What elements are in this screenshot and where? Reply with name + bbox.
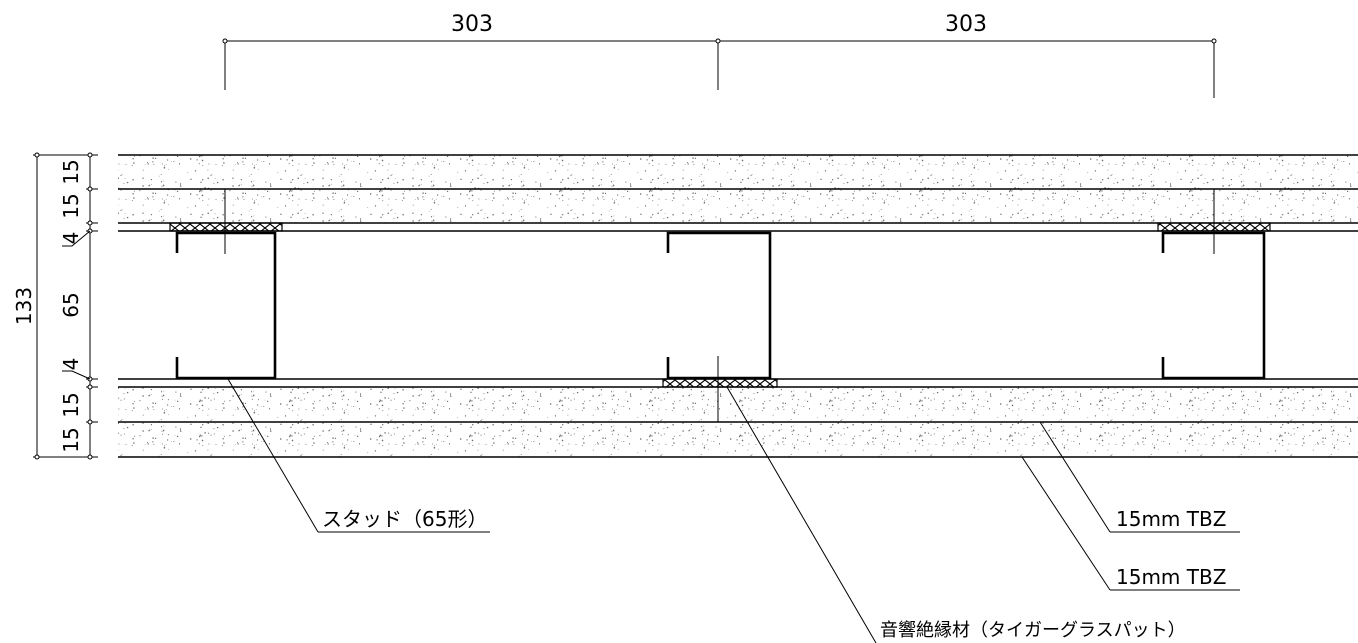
dimension-node [87, 419, 93, 425]
dimension-node [87, 220, 93, 226]
callout-label-board: 15mm TBZ [1116, 507, 1226, 531]
callout-board-1: 15mm TBZ [1039, 421, 1240, 533]
board-top-inner [118, 189, 1358, 223]
callout-stud: スタッド（65形） [227, 378, 490, 533]
insulation-strip-top-left [169, 222, 283, 232]
dimension-label-top-left: 303 [451, 12, 493, 37]
dimension-node [715, 38, 721, 44]
dimension-label-top-right: 303 [945, 12, 987, 37]
stud-left [175, 231, 277, 380]
dimension-node [87, 186, 93, 192]
dimension-node [34, 454, 40, 460]
callout-label-stud: スタッド（65形） [322, 507, 487, 531]
dimension-label-layer: 15 [59, 392, 83, 417]
dimension-node [87, 152, 93, 158]
board-top-outer [118, 155, 1358, 189]
dimension-node [34, 152, 40, 158]
leader-line [1021, 456, 1111, 591]
stud-right [1161, 231, 1266, 380]
callout-label-insulation: 音響絶縁材（タイガーグラスパット） [880, 620, 1186, 641]
callout-insulation: 音響絶縁材（タイガーグラスパット） [726, 386, 1186, 643]
top-dimension: 303 303 [222, 12, 1217, 98]
leader-line [1039, 421, 1111, 533]
dimension-label-layer: 15 [59, 159, 83, 184]
dimension-leader [62, 230, 91, 247]
dimension-node [222, 38, 228, 44]
dimension-label-layer: 15 [59, 427, 83, 452]
leader-line [726, 386, 877, 643]
board-bottom-inner [118, 387, 1358, 422]
dimension-node [87, 384, 93, 390]
insulation-strip-bottom-middle [662, 378, 778, 388]
dimension-node [87, 454, 93, 460]
callout-label-board: 15mm TBZ [1116, 565, 1226, 589]
dimension-label-layer: 4 [59, 232, 83, 245]
dimension-label-layer: 65 [59, 292, 83, 317]
dimension-label-total: 133 [12, 287, 36, 325]
leader-line [227, 378, 319, 533]
dimension-label-layer: 15 [59, 193, 83, 218]
dimension-node [1211, 38, 1217, 44]
dimension-label-layer: 4 [59, 358, 83, 371]
dimension-leader [62, 370, 91, 380]
left-dimension: 133 15 15 4 65 4 15 15 [12, 152, 98, 460]
board-bottom-outer [118, 422, 1358, 457]
callout-board-2: 15mm TBZ [1021, 456, 1240, 591]
stud-middle [666, 231, 772, 380]
